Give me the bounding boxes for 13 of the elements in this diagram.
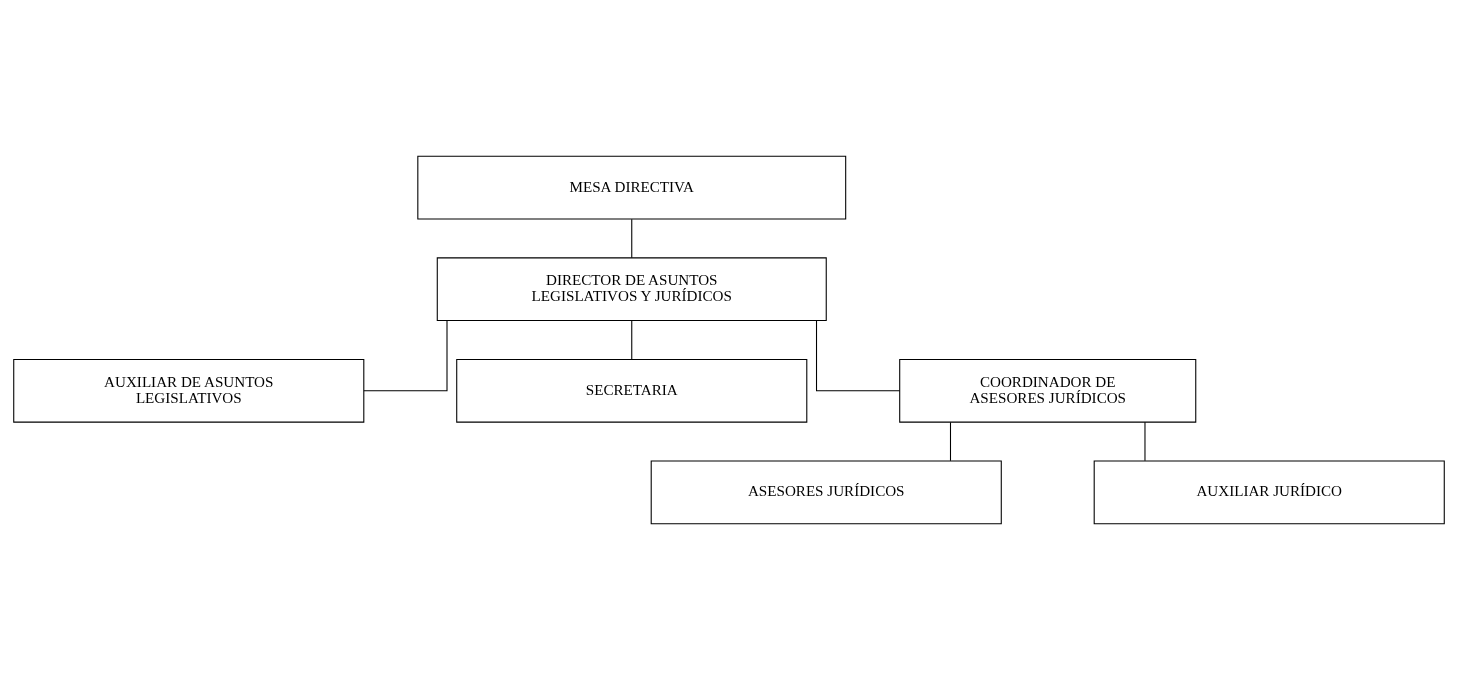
connector [363, 319, 448, 391]
connector [949, 421, 952, 461]
connector [631, 218, 633, 258]
node-box: COORDINADOR DE ASESORES JURÍDICOS [899, 358, 1197, 423]
node-box: AUXILIAR DE ASUNTOS LEGISLATIVOS [13, 358, 365, 423]
node-box: ASESORES JURÍDICOS [650, 459, 1002, 524]
connector [816, 319, 901, 391]
node-box: AUXILIAR JURÍDICO [1093, 459, 1445, 524]
connector [631, 319, 633, 360]
connector [1144, 421, 1146, 461]
node-box: DIRECTOR DE ASUNTOS LEGISLATIVOS Y JURÍDICOS [436, 256, 827, 321]
node-box: MESA DIRECTIVA [417, 155, 847, 220]
node-box: SECRETARIA [456, 358, 808, 423]
